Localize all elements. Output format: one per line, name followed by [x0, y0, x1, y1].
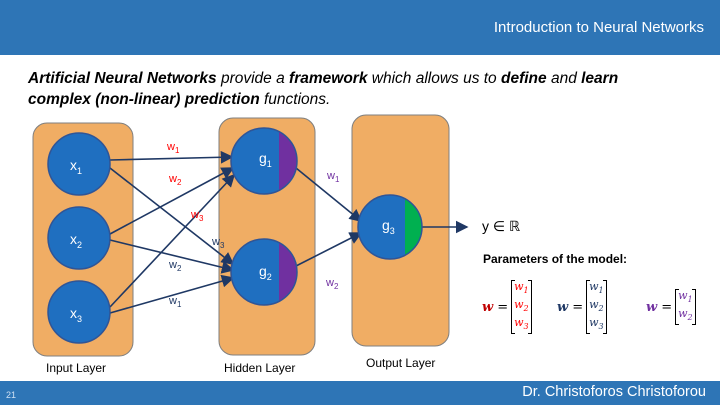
- param-eq-2: =: [572, 299, 584, 315]
- param-vector-2: w = w1 w2 w3: [557, 279, 607, 335]
- intro-term: Artificial Neural Networks: [28, 70, 217, 87]
- footer-bar: 21 Dr. Christoforos Christoforou: [0, 381, 720, 405]
- header-bar: Introduction to Neural Networks: [0, 0, 720, 55]
- weight-w1-bot: w1: [168, 295, 182, 309]
- x3-label: x3: [70, 305, 82, 324]
- g3-label: g3: [382, 217, 395, 236]
- weight-w2-bot: w2: [168, 259, 182, 273]
- intro-framework: framework: [289, 70, 368, 87]
- param-eq-3: =: [661, 299, 673, 315]
- slide-number: 21: [6, 390, 17, 400]
- intro-text-2: provide a: [216, 70, 290, 87]
- output-layer-label: Output Layer: [366, 356, 435, 370]
- intro-define: define: [500, 70, 547, 87]
- param-matrix-2: w1 w2 w3: [586, 279, 607, 335]
- intro-text-9: functions.: [259, 91, 331, 108]
- p3-r2: w2: [678, 307, 693, 323]
- input-node-x1: [47, 132, 111, 196]
- weight-w3-mid: w3: [190, 209, 204, 223]
- param-matrix-3: w1 w2: [675, 288, 696, 326]
- param-vector-1: w = w1 w2 w3: [482, 279, 532, 335]
- slide-title: Introduction to Neural Networks: [493, 19, 704, 36]
- weight-out-w1: w1: [326, 170, 340, 184]
- hidden-node-g2-outline: [230, 238, 298, 306]
- param-w-symbol-1: w: [482, 299, 494, 315]
- hidden-node-g1-outline: [230, 127, 298, 195]
- p1-r1: w1: [514, 279, 529, 295]
- weight-w1-top: w1: [166, 141, 180, 155]
- param-w-symbol-2: w: [557, 299, 569, 315]
- param-w-symbol-3: w: [646, 299, 658, 315]
- output-y-label: y ∈ ℝ: [482, 218, 521, 234]
- intro-text: Artificial Neural Networks provide a fra…: [28, 68, 688, 110]
- x1-label: x1: [70, 157, 82, 176]
- p2-r3: w3: [589, 316, 604, 332]
- input-hidden-connections: [109, 150, 469, 314]
- author-name: Dr. Christoforos Christoforou: [522, 384, 706, 400]
- param-eq-1: =: [497, 299, 509, 315]
- param-matrix-1: w1 w2 w3: [511, 279, 532, 335]
- weight-w2-top: w2: [168, 173, 182, 187]
- input-node-x2: [47, 206, 111, 270]
- intro-text-6: and: [546, 70, 582, 87]
- p2-r1: w1: [589, 279, 604, 295]
- g1-label: g1: [259, 150, 272, 169]
- hidden-layer-label: Hidden Layer: [224, 361, 295, 375]
- output-node-g3-outline: [357, 194, 423, 260]
- p3-r1: w1: [678, 288, 693, 304]
- intro-text-4: which allows us to: [367, 70, 501, 87]
- input-node-x3: [47, 280, 111, 344]
- weight-out-w2: w2: [325, 277, 339, 291]
- g2-label: g2: [259, 263, 272, 282]
- p1-r3: w3: [514, 316, 529, 332]
- p2-r2: w2: [589, 297, 604, 314]
- param-vector-3: w = w1 w2: [646, 285, 696, 329]
- input-layer-label: Input Layer: [46, 361, 106, 375]
- weight-w3-low: w3: [211, 236, 225, 250]
- params-title: Parameters of the model:: [483, 252, 628, 266]
- intro-learn: learn: [581, 70, 619, 87]
- intro-complex: complex (non-linear) prediction: [28, 91, 260, 108]
- x2-label: x2: [70, 231, 82, 250]
- p1-r2: w2: [514, 297, 529, 314]
